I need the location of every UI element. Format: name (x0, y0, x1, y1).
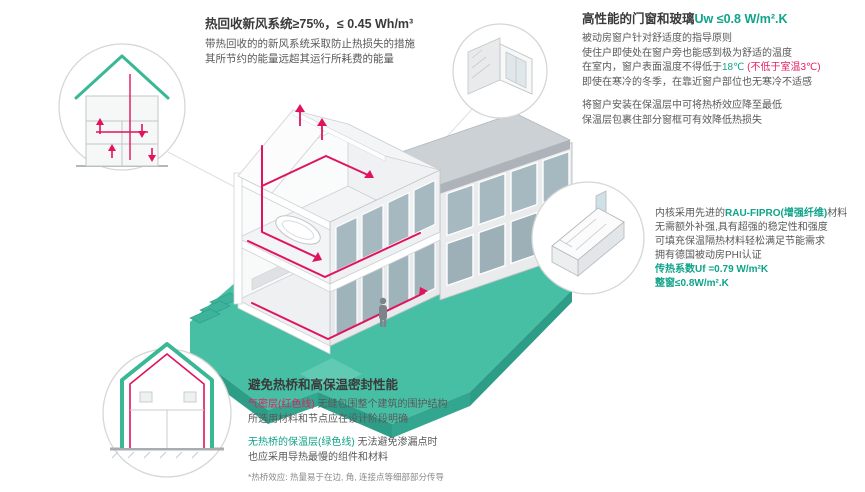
whole-window-uvalue: 整窗≤0.8W/m².K (655, 278, 729, 289)
terrain-stairs (189, 292, 241, 324)
temperature-18c: 18℃ (722, 62, 745, 73)
airtight-red-line (129, 353, 205, 448)
right-wing-windows (446, 150, 570, 287)
pitched-roof (237, 109, 441, 194)
thermal-bridge-footnote: *热桥效应: 热量易于在边, 角, 连接点等细部部分传导 (248, 472, 444, 482)
insulation-layer-line2: 也应采用导热最慢的组件和材料 (248, 451, 388, 463)
hrv-body-line1: 带热回收的的新风系统采取防止热损失的措施 (205, 38, 415, 50)
airtight-layer-line: 气密层(红色线) 无缝包围整个建筑的围护结构 (248, 398, 563, 413)
windows-line3: 在室内，窗户表面温度不得低于18℃ (不低于室温3℃) (582, 61, 862, 76)
windows-line3-text: 在室内，窗户表面温度不得低于 (582, 62, 722, 73)
duct-lines (247, 145, 425, 340)
windows-line5: 将窗户安装在保温层中可将热桥效应降至最低 (582, 100, 782, 111)
windows-title: 高性能的门窗和玻璃Uw ≤0.8 W/m².K (582, 11, 862, 27)
windows-line4: 即使在寒冷的冬季，在靠近窗户部位也无寒冷不适感 (582, 76, 812, 88)
airtight-layer-label: 气密层(红色线) (248, 399, 315, 410)
thermal-envelope-callout-circle (102, 342, 232, 478)
hrv-section: 热回收新风系统≥75%，≤ 0.45 Wh/m³ 带热回收的的新风系统采取防止热… (205, 16, 475, 67)
window-corner-callout-circle (452, 23, 548, 119)
material-section: 内核采用先进的RAU-FIPRO(增强纤维)材料 无需额外补强,具有超强的稳定性… (655, 207, 863, 291)
duct-arrows (295, 104, 428, 296)
windows-title-text: 高性能的门窗和玻璃 (582, 12, 695, 26)
rau-fipro-label: RAU-FIPRO(增强纤维) (725, 208, 828, 219)
windows-section: 高性能的门窗和玻璃Uw ≤0.8 W/m².K 被动房窗户针对舒适度的指导原则 … (582, 11, 862, 128)
front-glass-faces (329, 169, 441, 347)
terrain-path (300, 358, 362, 390)
hrv-title: 热回收新风系统≥75%，≤ 0.45 Wh/m³ (205, 17, 414, 31)
windows-line6: 保温层包裹住部分窗框可有效降低热损失 (582, 114, 762, 126)
windows-line2: 使住户即使处在窗户旁也能感到极为舒适的温度 (582, 47, 792, 59)
thermal-section: 避免热桥和高保温密封性能 气密层(红色线) 无缝包围整个建筑的围护结构 所选用材… (248, 377, 563, 483)
material-line1-suffix: 材料 (827, 208, 848, 219)
material-line4: 拥有德国被动房PHI认证 (655, 250, 762, 261)
section-roof-line (74, 54, 170, 100)
bathtub (275, 215, 321, 245)
material-line2: 无需额外补强,具有超强的稳定性和强度 (655, 222, 828, 233)
insulation-layer-label: 无热桥的保温层(绿色线) (248, 437, 355, 448)
hrv-callout-circle (58, 43, 186, 171)
windows-line1: 被动房窗户针对舒适度的指导原则 (582, 33, 732, 44)
material-line1: 内核采用先进的RAU-FIPRO(增强纤维)材料 (655, 207, 863, 221)
hrv-body-line2: 其所节约的能量远超其运行所耗费的能量 (205, 53, 394, 65)
windows-title-uvalue: Uw ≤0.8 W/m².K (694, 12, 788, 26)
insulation-green-line (120, 342, 214, 448)
airtight-layer-line2: 所选用材料和节点应在设计阶段明确 (248, 413, 408, 425)
window-profile-callout-circle (531, 181, 645, 295)
thermal-title: 避免热桥和高保温密封性能 (248, 378, 399, 392)
uf-value: 传热系数Uf =0.79 W/m²K (655, 264, 769, 275)
material-line1-prefix: 内核采用先进的 (655, 208, 725, 219)
insulation-layer-line: 无热桥的保温层(绿色线) 无法避免渗漏点时 (248, 436, 563, 451)
material-line3: 可填充保温隔热材料轻松满足节能需求 (655, 236, 825, 247)
insulation-layer-text: 无法避免渗漏点时 (354, 437, 438, 448)
person-figure (379, 297, 387, 327)
airtight-layer-text: 无缝包围整个建筑的围护结构 (314, 399, 448, 410)
temperature-note: (不低于室温3℃) (744, 62, 821, 73)
